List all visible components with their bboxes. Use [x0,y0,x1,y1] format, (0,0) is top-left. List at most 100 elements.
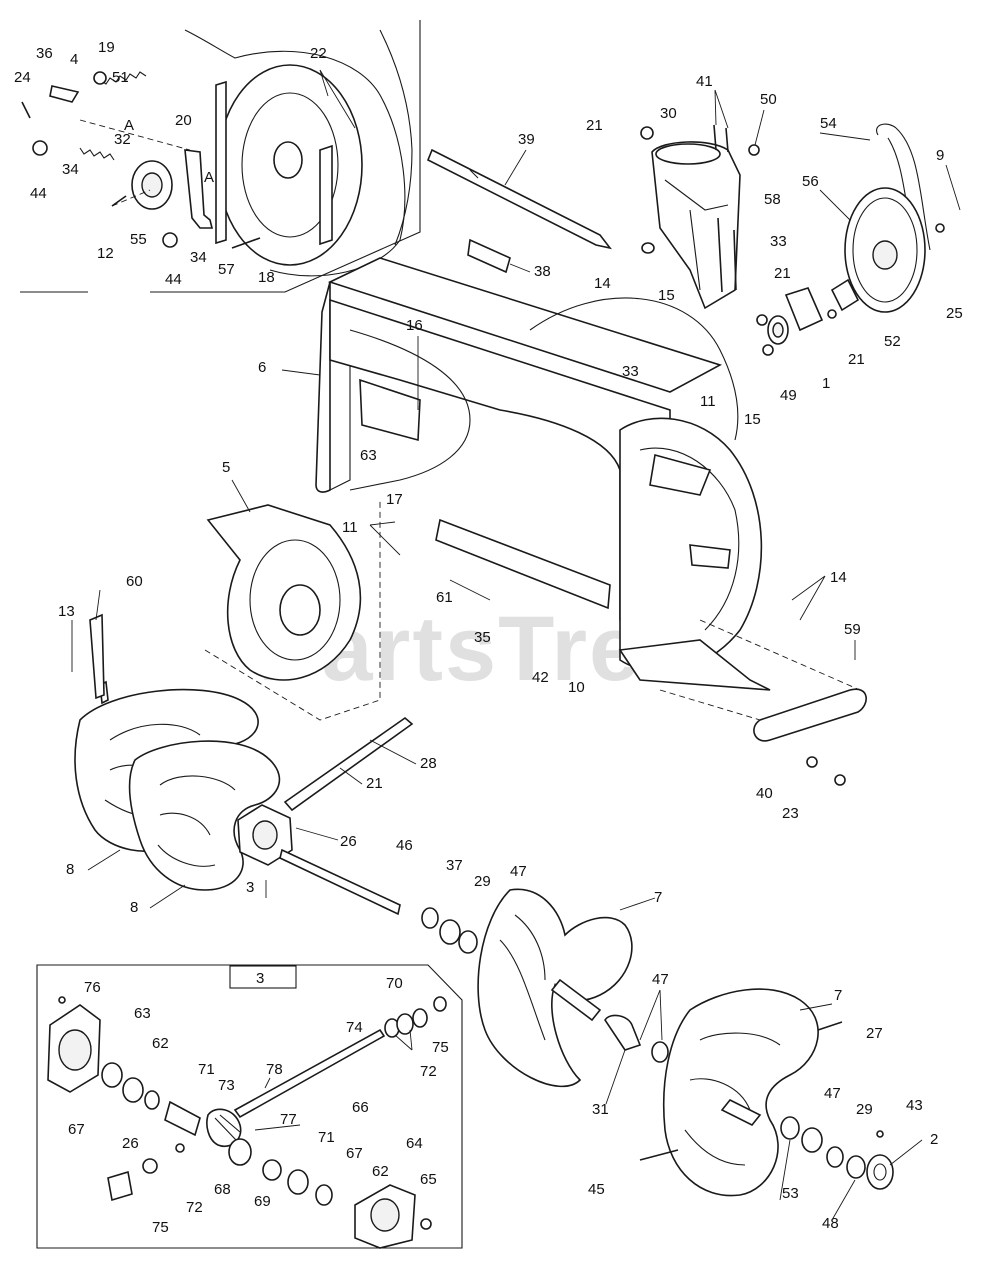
callout-label: 52 [884,333,901,350]
callout-label: 7 [654,889,662,906]
impeller-shaft [426,148,612,274]
callout-label: 53 [782,1185,799,1202]
callout-label: 58 [764,191,781,208]
frame-label: A [204,169,214,186]
callout-label: 10 [568,679,585,696]
callout-label: 59 [844,621,861,638]
callout-label: 33 [622,363,639,380]
callout-label: 30 [660,105,677,122]
callout-label: 51 [112,69,129,86]
callout-label: 63 [360,447,377,464]
callout-label: 6 [258,359,266,376]
callout-label: 13 [58,603,75,620]
callout-label: 24 [14,69,31,86]
callout-label: 54 [820,115,837,132]
callout-label: 46 [396,837,413,854]
callout-label: 14 [830,569,847,586]
callout-label: 28 [420,755,437,772]
callout-label: 67 [68,1121,85,1138]
callout-label: 15 [744,411,761,428]
callout-label: 49 [780,387,797,404]
callout-label: 47 [824,1085,841,1102]
callout-label: 77 [280,1111,297,1128]
callout-label: 8 [130,899,138,916]
callout-label: 3 [246,879,254,896]
callout-label: 21 [586,117,603,134]
callout-label: 2 [930,1131,938,1148]
callout-label: 26 [122,1135,139,1152]
callout-label: 36 [36,45,53,62]
callout-label: 50 [760,91,777,108]
callout-label: 57 [218,261,235,278]
callout-label: 43 [906,1097,923,1114]
callout-label: 11 [700,393,716,410]
callout-label: 19 [98,39,115,56]
callout-labels: 24 36 4 19 51 20 22 32 34 44 12 55 34 44… [14,39,963,1236]
left-augers [74,613,414,916]
callout-label: 33 [770,233,787,250]
callout-label: 40 [756,785,773,802]
callout-label: 27 [866,1025,883,1042]
callout-label: 75 [432,1039,449,1056]
callout-label: 72 [420,1063,437,1080]
callout-label: 17 [386,491,403,508]
callout-label: 47 [510,863,527,880]
inset-upper-left [20,20,421,293]
callout-label: 75 [152,1219,169,1236]
callout-label: 29 [856,1101,873,1118]
callout-label: 66 [352,1099,369,1116]
callout-label: 48 [822,1215,839,1232]
callout-label: 14 [594,275,611,292]
discharge-chute [640,124,760,310]
callout-label: 71 [198,1061,215,1078]
callout-label: 34 [190,249,207,266]
callout-label: 21 [848,351,865,368]
callout-label: 42 [532,669,549,686]
callout-label: 5 [222,459,230,476]
callout-label: 41 [696,73,713,90]
callout-label: 25 [946,305,963,322]
callout-label: 32 [114,131,131,148]
callout-label: 37 [446,857,463,874]
callout-label: 65 [420,1171,437,1188]
callout-label: 26 [340,833,357,850]
callout-label: 74 [346,1019,363,1036]
callout-label: 45 [588,1181,605,1198]
callout-label: 15 [658,287,675,304]
callout-label: 69 [254,1193,271,1210]
callout-label: 29 [474,873,491,890]
inset-gearbox: 3 [36,964,463,1249]
callout-label: 76 [84,979,101,996]
callout-label: 20 [175,112,192,129]
callout-label: 18 [258,269,275,286]
callout-label: 31 [592,1101,609,1118]
callout-label: 7 [834,987,842,1004]
skid-shoe [753,688,867,786]
callout-label: 9 [936,147,944,164]
callout-label: 21 [774,265,791,282]
callout-label: 60 [126,573,143,590]
callout-label: 64 [406,1135,423,1152]
callout-label: 44 [30,185,47,202]
callout-label: 38 [534,263,551,280]
callout-label: 16 [406,317,423,334]
callout-label: 12 [97,245,114,262]
right-augers [477,888,894,1197]
callout-label: 4 [70,51,78,68]
leader-lines [71,69,961,1221]
callout-label: 44 [165,271,182,288]
callout-label: 11 [342,519,358,536]
callout-label: 47 [652,971,669,988]
callout-label: 67 [346,1145,363,1162]
callout-label: 72 [186,1199,203,1216]
callout-label: 71 [318,1129,335,1146]
callout-label: 21 [366,775,383,792]
callout-label: 34 [62,161,79,178]
callout-label: 55 [130,231,147,248]
callout-label: 62 [152,1035,169,1052]
bushings-center [421,907,478,954]
callout-label: 8 [66,861,74,878]
callout-label: 39 [518,131,535,148]
callout-label: 35 [474,629,491,646]
